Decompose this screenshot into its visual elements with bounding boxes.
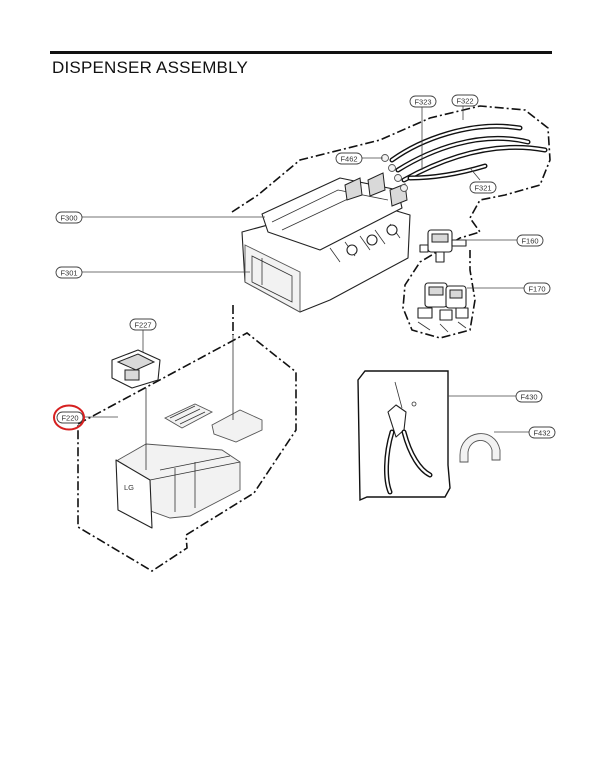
drawer-group-outline bbox=[77, 332, 297, 572]
callout-f227[interactable]: F227 bbox=[129, 318, 157, 331]
callout-f300[interactable]: F300 bbox=[55, 211, 83, 224]
inlet-hoses bbox=[389, 123, 548, 183]
hose-guide bbox=[459, 433, 501, 463]
water-valve-single bbox=[419, 229, 467, 263]
detergent-drawer: LG bbox=[111, 349, 263, 529]
page-title: DISPENSER ASSEMBLY bbox=[52, 58, 249, 77]
callout-f220[interactable]: F220 bbox=[53, 404, 85, 431]
callout-f430[interactable]: F430 bbox=[515, 390, 543, 403]
drain-hose-assembly bbox=[357, 370, 451, 502]
callout-label-f227: F227 bbox=[134, 321, 151, 330]
callout-label-f321: F321 bbox=[474, 184, 491, 193]
upper-group-outline bbox=[231, 105, 551, 339]
callout-f462[interactable]: F462 bbox=[335, 152, 363, 165]
callout-label-f323: F323 bbox=[414, 98, 431, 107]
housing-front-face bbox=[244, 244, 301, 313]
callout-label-f322: F322 bbox=[456, 97, 473, 106]
callout-f323[interactable]: F323 bbox=[409, 95, 437, 108]
callout-label-f220: F220 bbox=[61, 414, 78, 423]
callout-label-f170: F170 bbox=[528, 285, 545, 294]
title-rule bbox=[50, 51, 552, 54]
callout-label-f160: F160 bbox=[521, 237, 538, 246]
callout-label-f462: F462 bbox=[340, 155, 357, 164]
callout-label-f430: F430 bbox=[520, 393, 537, 402]
drawer-insert-left bbox=[164, 403, 214, 429]
callout-f170[interactable]: F170 bbox=[523, 282, 551, 295]
callout-f432[interactable]: F432 bbox=[528, 426, 556, 439]
callout-f160[interactable]: F160 bbox=[516, 234, 544, 247]
drawer-front-panel bbox=[115, 459, 153, 529]
callout-f301[interactable]: F301 bbox=[55, 266, 83, 279]
callout-label-f301: F301 bbox=[60, 269, 77, 278]
callout-f321[interactable]: F321 bbox=[469, 181, 497, 194]
callout-label-f432: F432 bbox=[533, 429, 550, 438]
drawer-logo-mark: LG bbox=[124, 483, 134, 492]
leader-lines bbox=[80, 106, 530, 433]
callout-label-f300: F300 bbox=[60, 214, 77, 223]
water-valve-double bbox=[417, 282, 469, 333]
drawer-insert-right bbox=[211, 409, 263, 443]
hose-clamps bbox=[381, 154, 408, 192]
highlight-circle bbox=[53, 404, 85, 431]
hose-assembly-frame bbox=[357, 370, 451, 502]
dispenser-housing bbox=[241, 172, 411, 313]
callout-f322[interactable]: F322 bbox=[451, 94, 479, 107]
